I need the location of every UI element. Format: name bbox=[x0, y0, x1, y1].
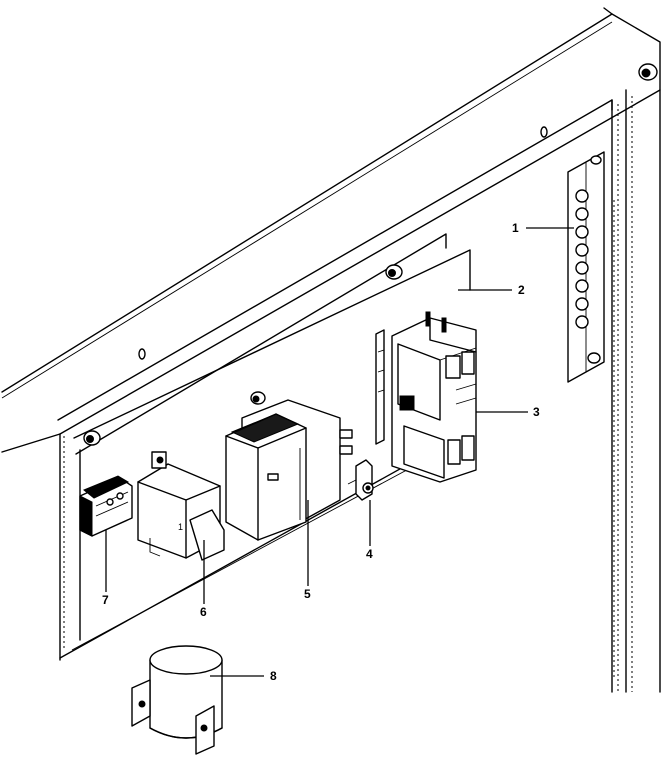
bolt-icon bbox=[638, 63, 658, 81]
bolt-icon bbox=[250, 391, 266, 405]
callout-labels: 1 2 3 4 5 6 7 8 bbox=[102, 221, 540, 683]
mounting-plate bbox=[375, 329, 385, 445]
bolts bbox=[83, 63, 658, 446]
bolt-hole bbox=[138, 348, 146, 360]
bolt-icon bbox=[83, 430, 101, 446]
callout-label-7: 7 bbox=[102, 593, 109, 607]
relay-switch: 1 bbox=[137, 451, 225, 561]
callout-label-2: 2 bbox=[518, 283, 525, 297]
leader-lines bbox=[105, 227, 574, 677]
transformer bbox=[225, 399, 353, 541]
callout-label-6: 6 bbox=[200, 605, 207, 619]
callout-label-8: 8 bbox=[270, 669, 277, 683]
callout-label-5: 5 bbox=[304, 587, 311, 601]
terminal-block bbox=[79, 475, 133, 537]
cabinet-frame bbox=[1, 7, 661, 693]
contactor bbox=[391, 311, 477, 483]
bolt-icon bbox=[385, 264, 403, 280]
capacitor bbox=[131, 645, 223, 755]
mounting-clip bbox=[347, 459, 374, 501]
callout-label-3: 3 bbox=[533, 405, 540, 419]
callout-label-1: 1 bbox=[512, 221, 519, 235]
bolt-hole bbox=[540, 126, 548, 138]
terminal-strip bbox=[567, 151, 605, 383]
callout-label-4: 4 bbox=[366, 547, 373, 561]
svg-text:1: 1 bbox=[178, 522, 183, 532]
